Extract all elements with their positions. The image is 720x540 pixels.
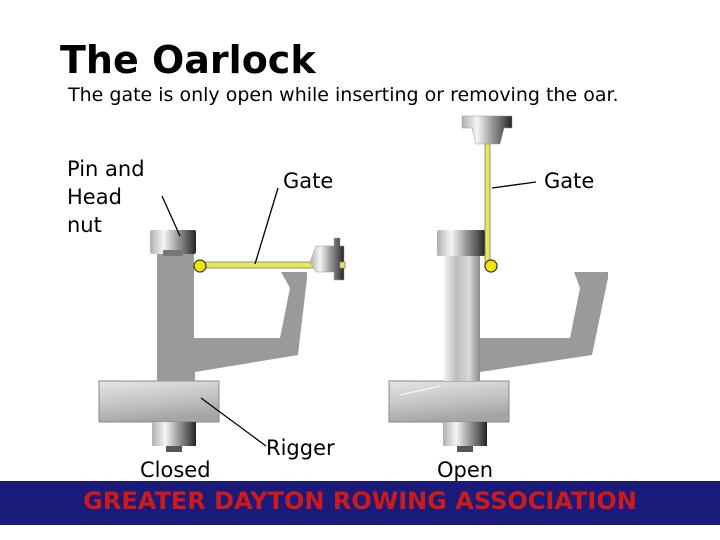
gate-left-label: Gate: [283, 169, 334, 193]
gate-left-leader-line: [254, 187, 279, 265]
footer-text: GREATER DAYTON ROWING ASSOCIATION: [83, 487, 637, 515]
open-bottom-nut: [443, 422, 487, 452]
slide-title: The Oarlock: [60, 38, 316, 82]
open-oarlock: [388, 115, 608, 452]
closed-gate-knob: [309, 237, 345, 281]
open-head-nut: [437, 230, 485, 256]
rigger-label: Rigger: [266, 436, 335, 460]
open-gate-bar: [484, 139, 491, 267]
pin-and-head-nut-label: Pin and Head nut: [67, 157, 145, 237]
closed-oarlock-body: [157, 254, 307, 381]
open-gate-knob: [461, 115, 513, 145]
open-gate-pin: [484, 259, 498, 273]
gate-right-label: Gate: [544, 169, 595, 193]
open-shaft: [444, 256, 480, 381]
open-oarlock-arm: [480, 272, 608, 372]
rigger-leader-line: [200, 397, 267, 447]
open-label: Open: [437, 458, 494, 482]
closed-head-nut: [150, 230, 196, 256]
closed-gate-pin: [193, 259, 207, 273]
pin-leader-line: [161, 195, 181, 237]
gate-right-leader-line: [491, 181, 537, 189]
slide-subtitle: The gate is only open while inserting or…: [68, 84, 619, 106]
closed-bottom-nut: [152, 422, 196, 452]
footer-bar: [0, 481, 720, 525]
open-rigger-plate: [388, 380, 510, 423]
closed-label: Closed: [140, 458, 211, 482]
closed-rigger-plate: [98, 380, 220, 423]
closed-oarlock: [98, 187, 346, 452]
